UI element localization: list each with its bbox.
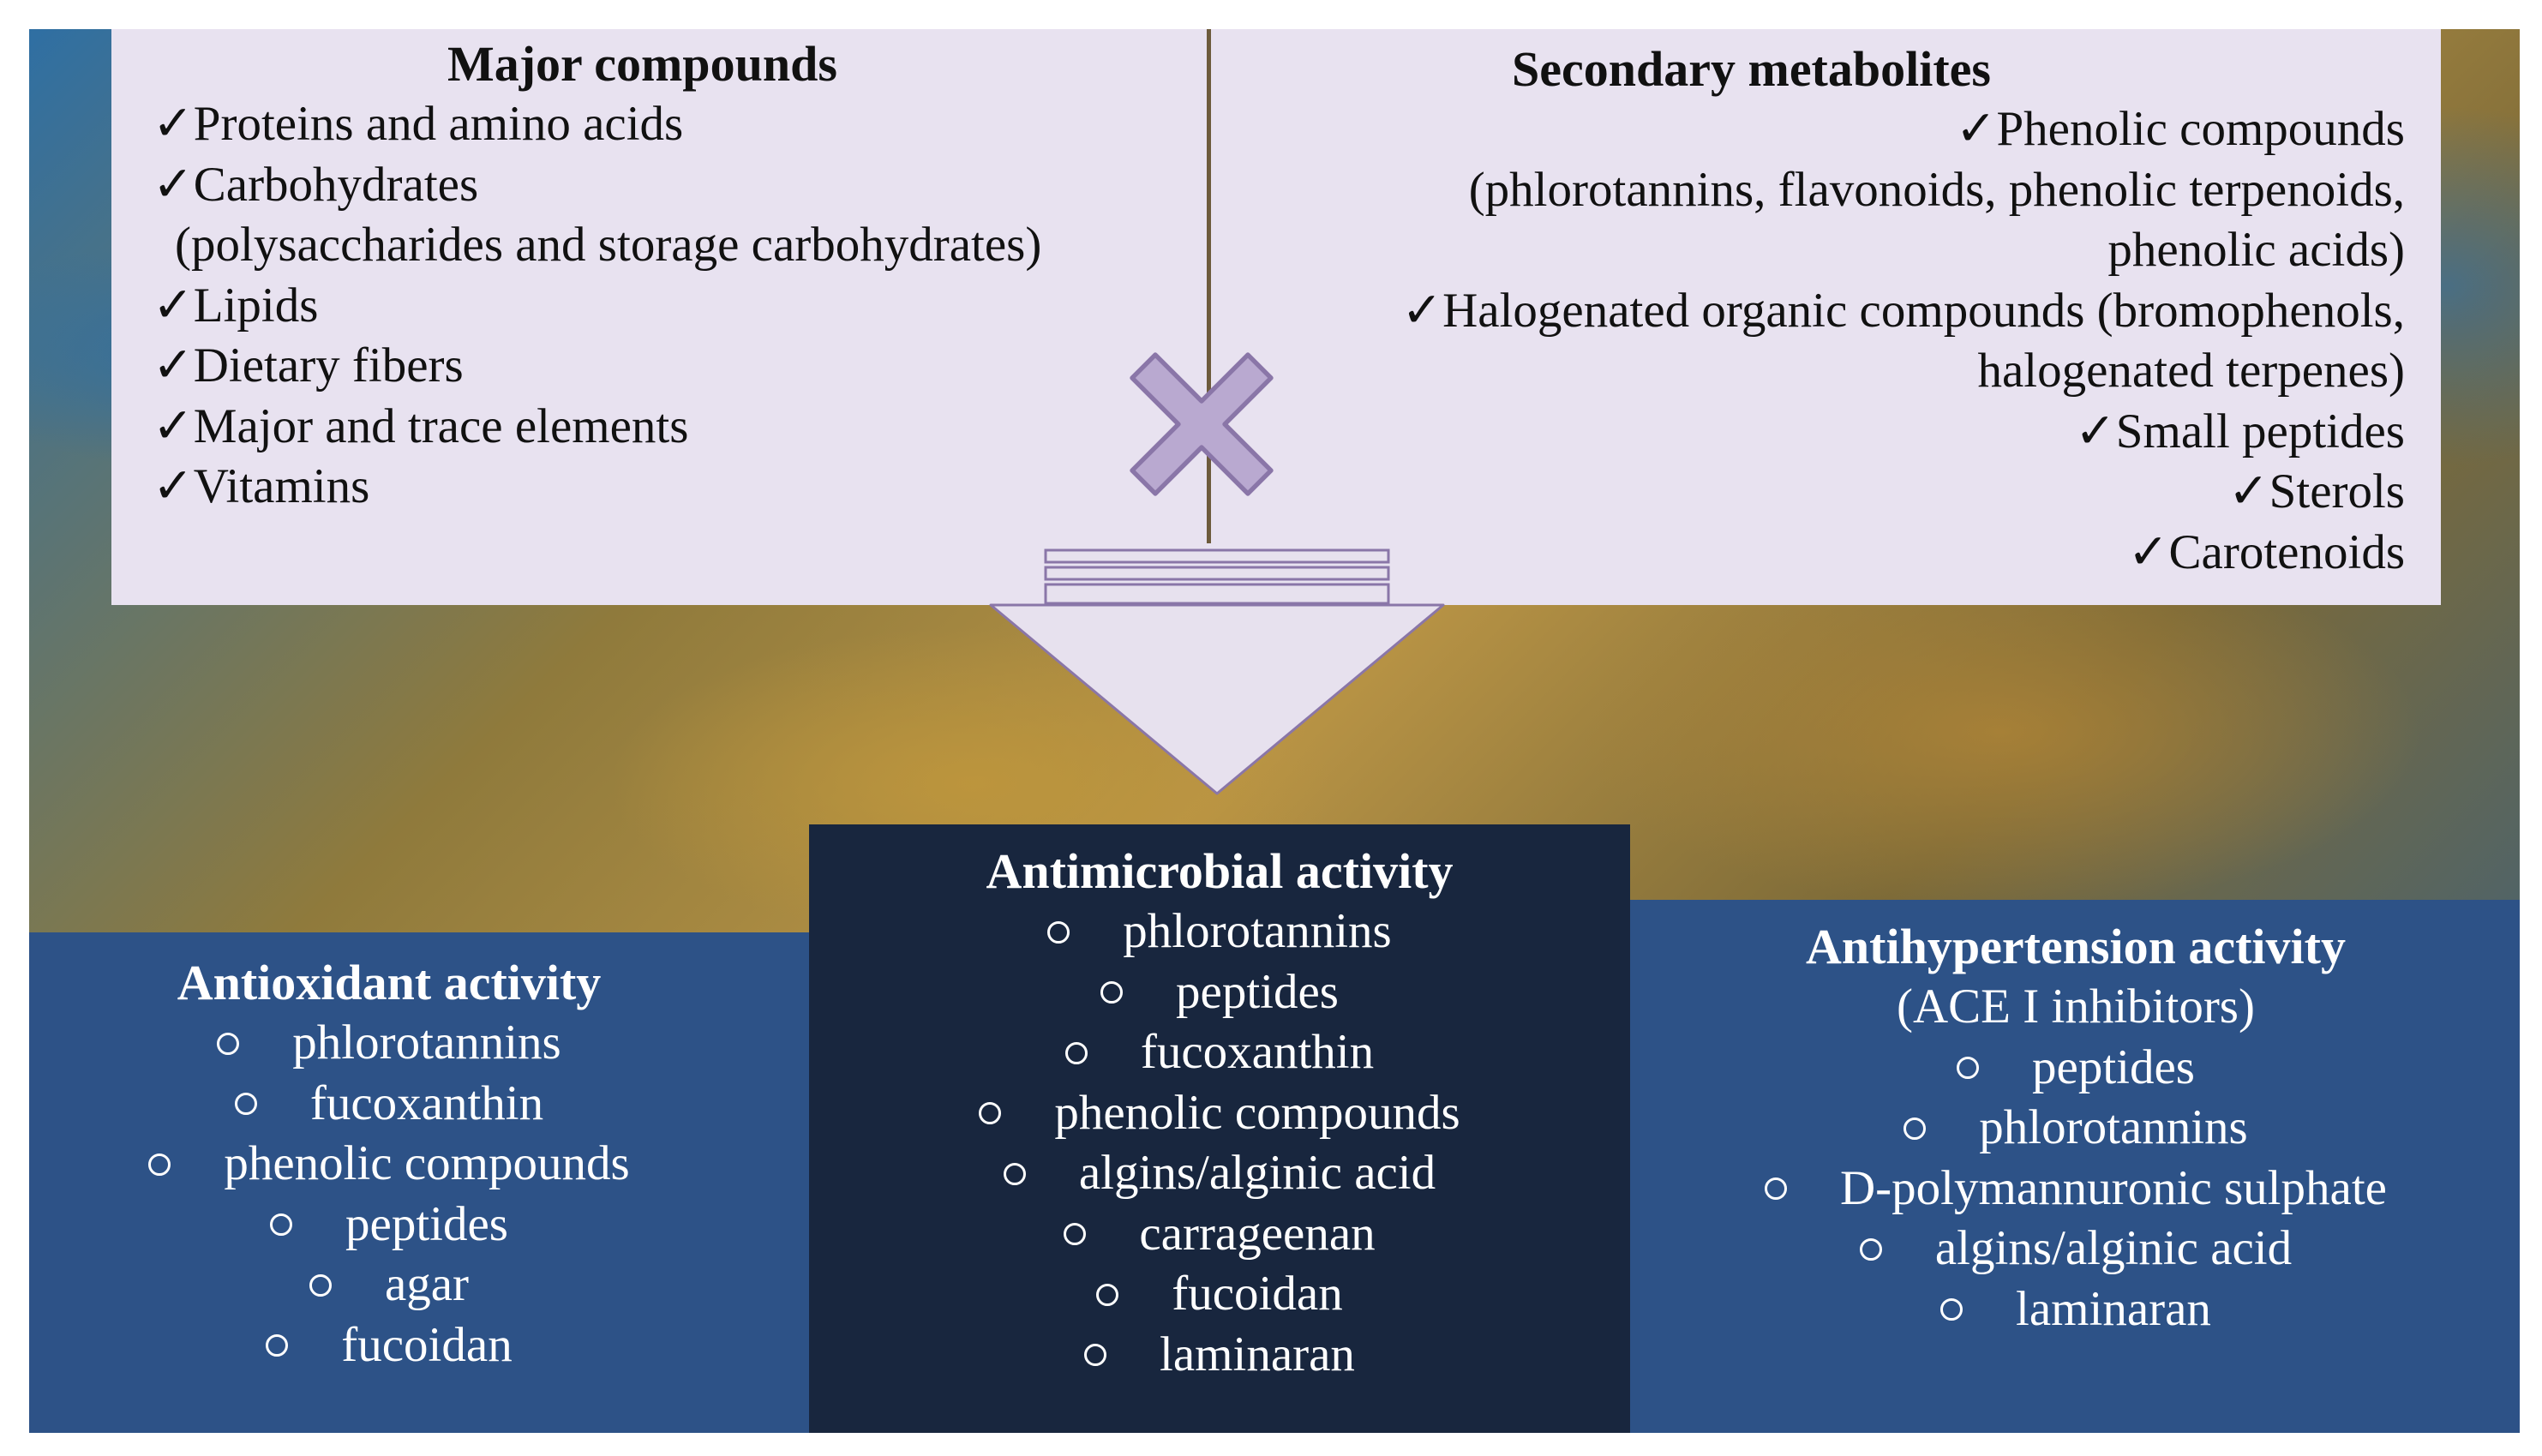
down-arrow-icon bbox=[989, 548, 1445, 795]
major-compound-item-note: (polysaccharides and storage carbohydrat… bbox=[175, 218, 1042, 272]
antioxidant-list: phlorotannins fucoxanthin phenolic compo… bbox=[29, 1013, 749, 1375]
antioxidant-text: Antioxidant activity phlorotannins fucox… bbox=[29, 953, 749, 1375]
antimicrobial-list: phlorotannins peptides fucoxanthin pheno… bbox=[809, 902, 1630, 1385]
panel-divider bbox=[1207, 29, 1211, 543]
antihypertension-subtitle: (ACE I inhibitors) bbox=[1897, 980, 2255, 1034]
list-item: fucoidan bbox=[809, 1264, 1630, 1325]
secondary-metabolite-line: ✓Halogenated organic compounds (bromophe… bbox=[1401, 283, 2405, 338]
list-item: laminaran bbox=[809, 1325, 1630, 1386]
cross-icon bbox=[1130, 352, 1274, 496]
list-item: phenolic compounds bbox=[29, 1134, 749, 1195]
list-item: peptides bbox=[809, 962, 1630, 1023]
secondary-metabolite-line: halogenated terpenes) bbox=[1977, 344, 2406, 398]
secondary-metabolite-line: ✓Carotenoids bbox=[2127, 524, 2405, 579]
major-compound-item: ✓Vitamins bbox=[153, 459, 370, 513]
list-item: phlorotannins bbox=[29, 1013, 749, 1074]
list-item: algins/alginic acid bbox=[809, 1143, 1630, 1204]
antihypertension-title: Antihypertension activity bbox=[1806, 919, 2346, 974]
major-compound-item: ✓Dietary fibers bbox=[153, 339, 464, 392]
antioxidant-title: Antioxidant activity bbox=[177, 955, 602, 1010]
list-item: phenolic compounds bbox=[809, 1083, 1630, 1144]
secondary-metabolite-line: phenolic acids) bbox=[2107, 223, 2405, 277]
secondary-metabolites-title: Secondary metabolites bbox=[1512, 41, 1991, 97]
antimicrobial-text: Antimicrobial activity phlorotannins pep… bbox=[809, 842, 1630, 1385]
list-item: phlorotannins bbox=[1690, 1098, 2461, 1159]
major-compound-item: ✓Lipids bbox=[153, 278, 319, 333]
list-item: fucoxanthin bbox=[809, 1022, 1630, 1083]
list-item: peptides bbox=[1690, 1038, 2461, 1099]
secondary-metabolite-line: ✓Phenolic compounds bbox=[1955, 102, 2405, 156]
list-item: fucoidan bbox=[29, 1315, 749, 1376]
antihypertension-text: Antihypertension activity (ACE I inhibit… bbox=[1690, 917, 2461, 1339]
secondary-metabolites-text: Secondary metabolites ✓Phenolic compound… bbox=[1205, 39, 2405, 583]
antimicrobial-title: Antimicrobial activity bbox=[986, 843, 1454, 899]
list-item: phlorotannins bbox=[809, 902, 1630, 962]
secondary-metabolites-panel bbox=[1210, 29, 2441, 605]
list-item: algins/alginic acid bbox=[1690, 1219, 2461, 1279]
major-compound-item: ✓Proteins and amino acids bbox=[153, 97, 684, 151]
secondary-metabolite-line: (phlorotannins, flavonoids, phenolic ter… bbox=[1468, 162, 2405, 217]
major-compounds-title: Major compounds bbox=[447, 36, 837, 92]
major-compounds-text: Major compounds ✓Proteins and amino acid… bbox=[153, 34, 1041, 518]
antihypertension-list: peptides phlorotannins D-polymannuronic … bbox=[1690, 1038, 2461, 1340]
list-item: peptides bbox=[29, 1195, 749, 1255]
list-item: fucoxanthin bbox=[29, 1074, 749, 1135]
secondary-metabolite-line: ✓Small peptides bbox=[2075, 404, 2405, 458]
list-item: agar bbox=[29, 1255, 749, 1315]
list-item: carrageenan bbox=[809, 1204, 1630, 1265]
secondary-metabolite-line: ✓Sterols bbox=[2227, 464, 2405, 518]
list-item: D-polymannuronic sulphate bbox=[1690, 1159, 2461, 1219]
major-compounds-panel bbox=[111, 29, 1210, 605]
list-item: laminaran bbox=[1690, 1279, 2461, 1340]
major-compound-item: ✓Carbohydrates bbox=[153, 157, 479, 212]
major-compound-item: ✓Major and trace elements bbox=[153, 398, 689, 453]
